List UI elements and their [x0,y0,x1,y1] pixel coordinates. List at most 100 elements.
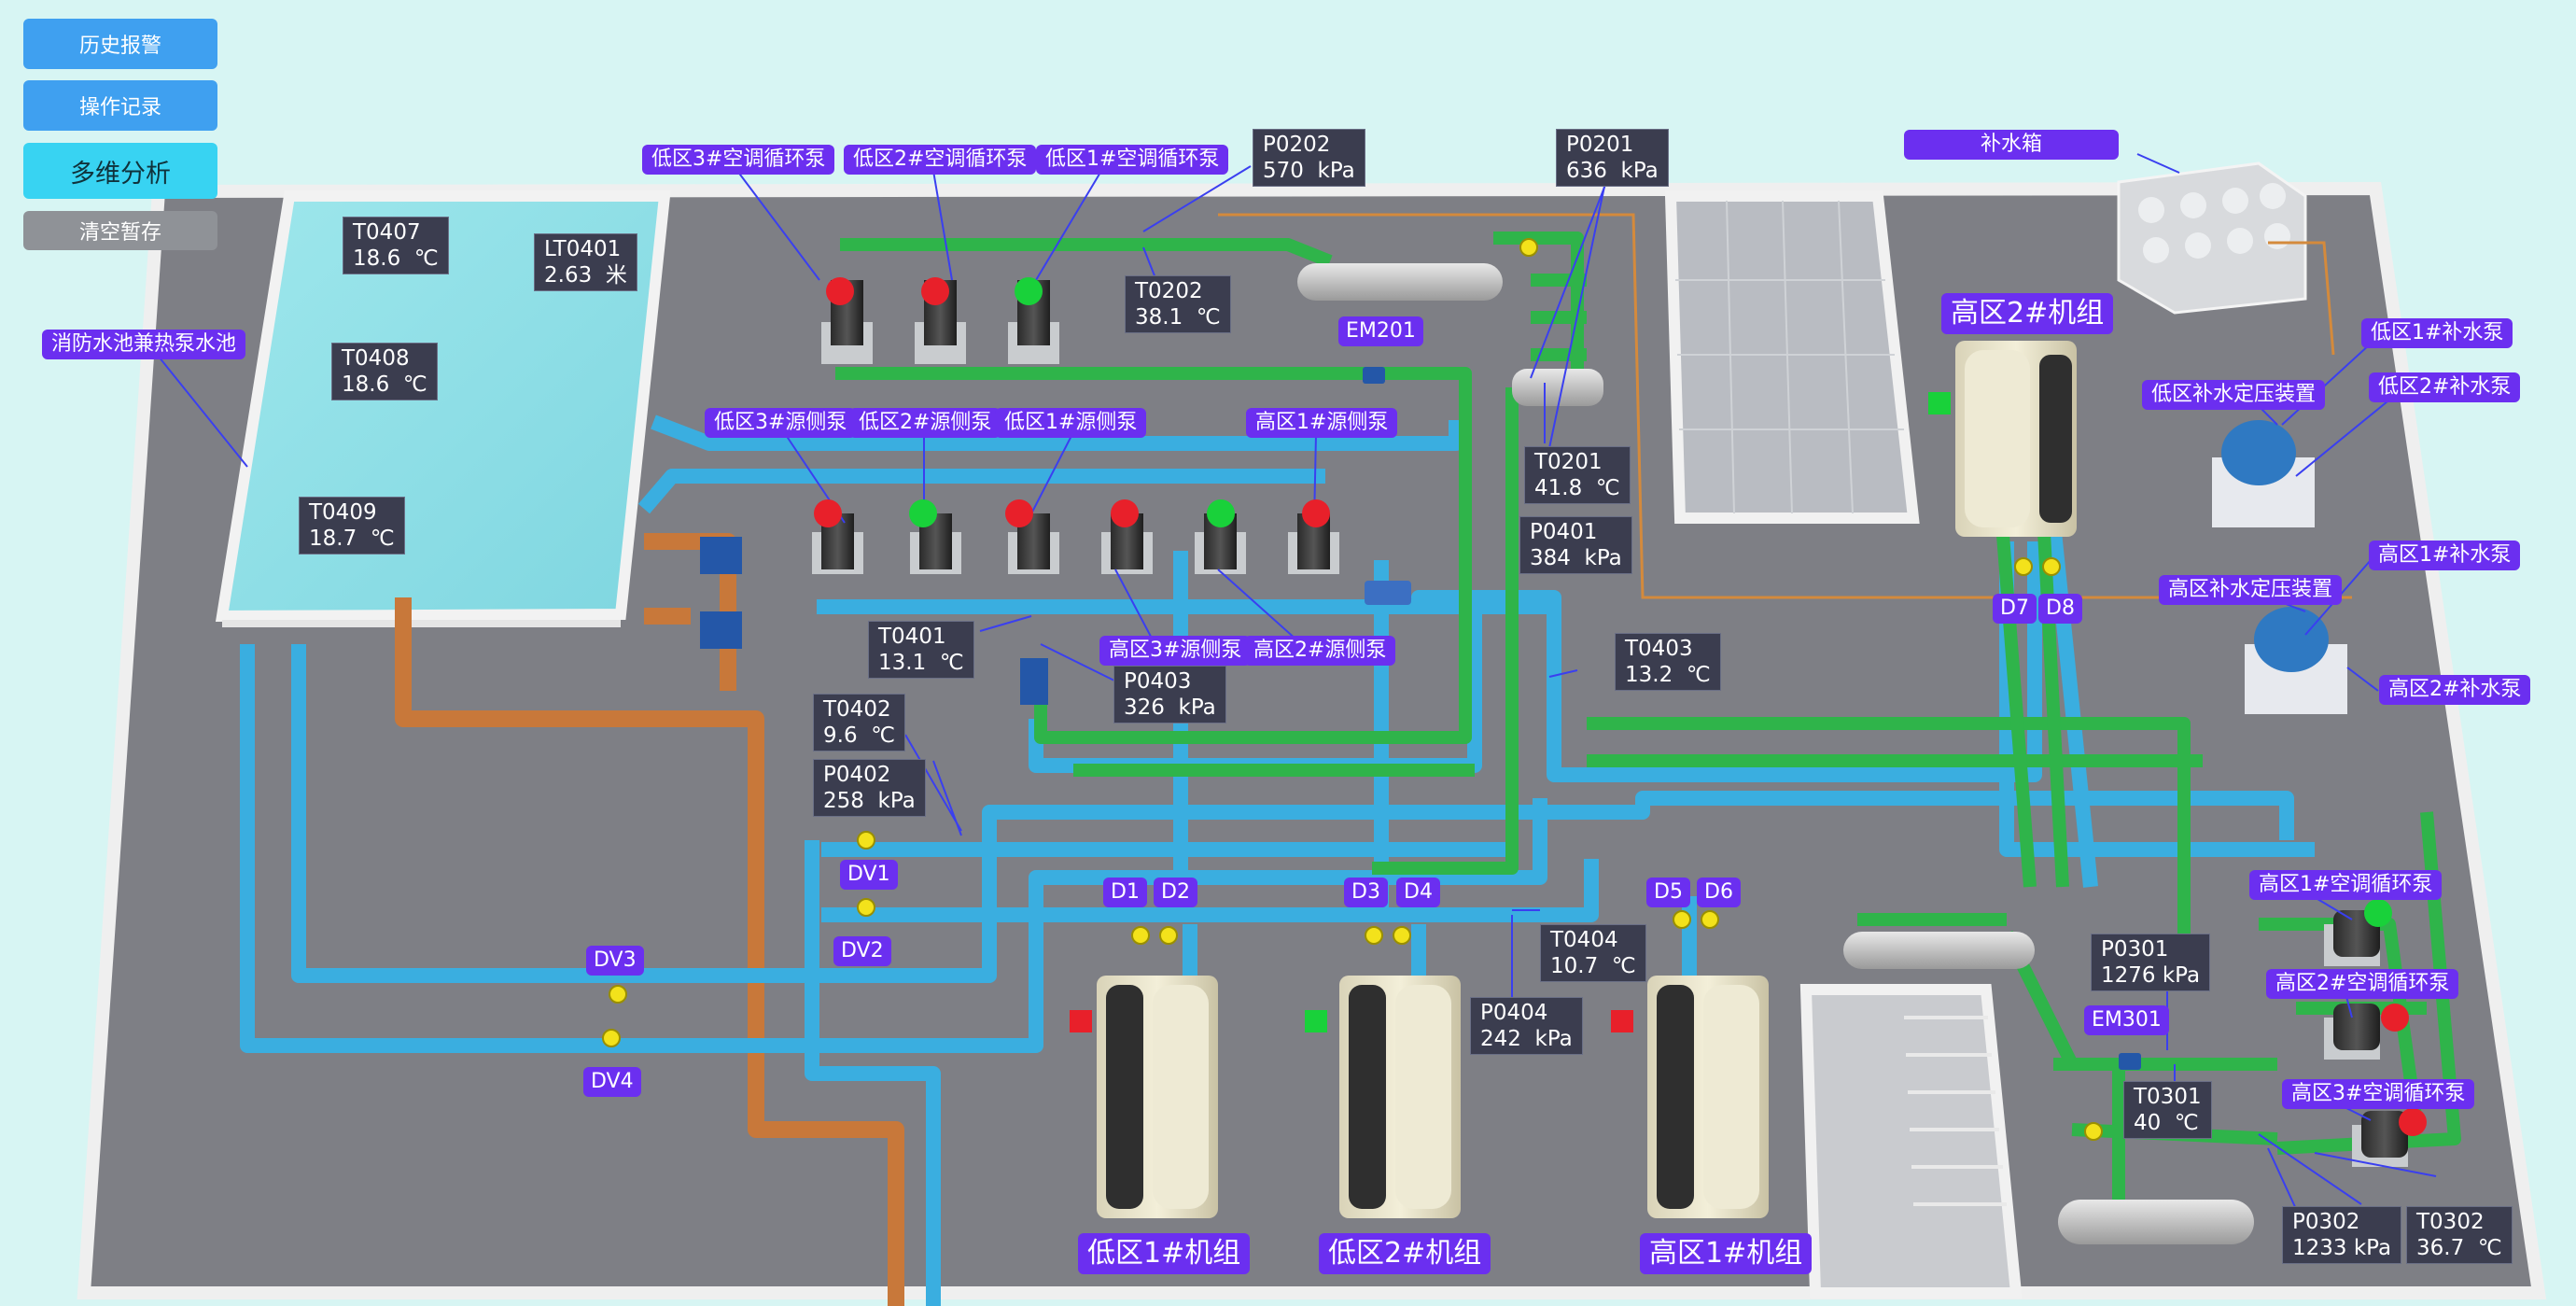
outlet-D8[interactable]: D8 [2038,594,2082,624]
outlet-D3[interactable]: D3 [1344,878,1388,907]
unit-status-light-high2 [1928,392,1951,414]
sensor-id: T0202 [1135,279,1203,303]
pool-label[interactable]: 消防水池兼热泵水池 [42,330,246,359]
clear-cache-button[interactable]: 清空暂存 [23,211,217,250]
low3-src-pump-label[interactable]: 低区3#源侧泵 [705,408,857,438]
sensor-value: 13.1 ℃ [878,651,964,675]
building-outer-wall [77,181,2547,1299]
high3-ac-pump-label[interactable]: 高区3#空调循环泵 [2282,1079,2475,1109]
high1-src-pump-label[interactable]: 高区1#源侧泵 [1246,408,1398,438]
sensor-value: 636 kPa [1566,159,1659,183]
operation-log-button[interactable]: 操作记录 [23,80,217,131]
meter-EM301[interactable]: EM301 [2084,1005,2169,1035]
outlet-D5[interactable]: D5 [1646,878,1690,907]
sensor-id: P0403 [1124,669,1192,694]
unit-low1[interactable]: 低区1#机组 [1078,1233,1251,1274]
sensor-value: 1233 kPa [2292,1236,2392,1260]
sensor-id: T0201 [1534,450,1603,474]
outlet-D6[interactable]: D6 [1697,878,1741,907]
low2-src-pump-label[interactable]: 低区2#源侧泵 [849,408,1001,438]
valve-DV1[interactable]: DV1 [840,860,898,890]
unit-status-light-low1 [1070,1010,1092,1032]
low2-makeup-pump-label[interactable]: 低区2#补水泵 [2369,372,2521,402]
high1-makeup-pump-label[interactable]: 高区1#补水泵 [2369,541,2521,570]
makeup-tank-shape [2117,161,2307,315]
unit-high2[interactable]: 高区2#机组 [1941,293,2114,334]
sensor-value: 258 kPa [823,789,916,813]
outlet-D1[interactable]: D1 [1103,878,1147,907]
pump-status-light-low1-ac [1015,277,1043,305]
low1-src-pump-label[interactable]: 低区1#源侧泵 [995,408,1147,438]
stair-room [1799,984,2023,1299]
outlet-D7[interactable]: D7 [1993,594,2037,624]
low-pressure-device-label[interactable]: 低区补水定压装置 [2142,380,2326,410]
valve-DV3[interactable]: DV3 [586,946,644,976]
makeup-tank-label[interactable]: 补水箱 [1904,130,2119,160]
high3-src-pump-label[interactable]: 高区3#源侧泵 [1099,636,1252,666]
pump-status-light-low3-ac [826,277,854,305]
sensor-value: 13.2 ℃ [1625,663,1711,687]
unit-low2[interactable]: 低区2#机组 [1319,1233,1491,1274]
sensor-value: 38.1 ℃ [1135,305,1221,330]
history-alarm-button[interactable]: 历史报警 [23,19,217,69]
sensor-value: 1276 kPa [2101,963,2201,988]
valve-DV4[interactable]: DV4 [583,1067,641,1097]
sensor-value: 36.7 ℃ [2416,1236,2502,1260]
pump-status-light-high2-src [1207,499,1235,527]
outlet-D4[interactable]: D4 [1396,878,1440,907]
outlet-D2[interactable]: D2 [1154,878,1197,907]
high2-makeup-pump-label[interactable]: 高区2#补水泵 [2379,675,2531,705]
high2-ac-pump-label[interactable]: 高区2#空调循环泵 [2266,969,2459,999]
sensor-id: P0404 [1480,1001,1548,1025]
chiller-units [1097,341,2077,1218]
leader-lines [158,153,2437,1210]
sensor-id: T0302 [2416,1210,2485,1234]
high-pressure-device-label[interactable]: 高区补水定压装置 [2159,575,2343,605]
low1-ac-pump-label[interactable]: 低区1#空调循环泵 [1036,145,1229,175]
sensor-value: 41.8 ℃ [1534,476,1620,500]
low1-makeup-pump-label[interactable]: 低区1#补水泵 [2361,318,2513,348]
unit-status-light-low2 [1305,1010,1327,1032]
sensor-id: T0409 [309,500,377,525]
low2-ac-pump-label[interactable]: 低区2#空调循环泵 [844,145,1037,175]
high1-ac-pump-label[interactable]: 高区1#空调循环泵 [2249,870,2443,900]
valve-DV2[interactable]: DV2 [833,936,891,966]
meter-EM201[interactable]: EM201 [1338,316,1423,346]
high2-src-pump-label[interactable]: 高区2#源侧泵 [1244,636,1396,666]
sensor-id: T0402 [823,697,891,722]
sensor-value: 18.6 ℃ [342,372,427,397]
pump-status-light-high2-ac [2381,1004,2409,1032]
sensor-id: P0402 [823,763,891,787]
unit-status-light-high1 [1611,1010,1633,1032]
sensor-id: T0404 [1550,928,1618,952]
low3-ac-pump-label[interactable]: 低区3#空调循环泵 [642,145,835,175]
sensor-id: P0202 [1263,133,1331,157]
sensor-id: T0407 [353,220,421,245]
unit-high1[interactable]: 高区1#机组 [1640,1233,1813,1274]
high-ac-pumps [2324,910,2408,1167]
valve-dots [602,238,2103,1141]
multi-analysis-button[interactable]: 多维分析 [23,143,217,199]
sensor-id: T0301 [2134,1085,2202,1109]
